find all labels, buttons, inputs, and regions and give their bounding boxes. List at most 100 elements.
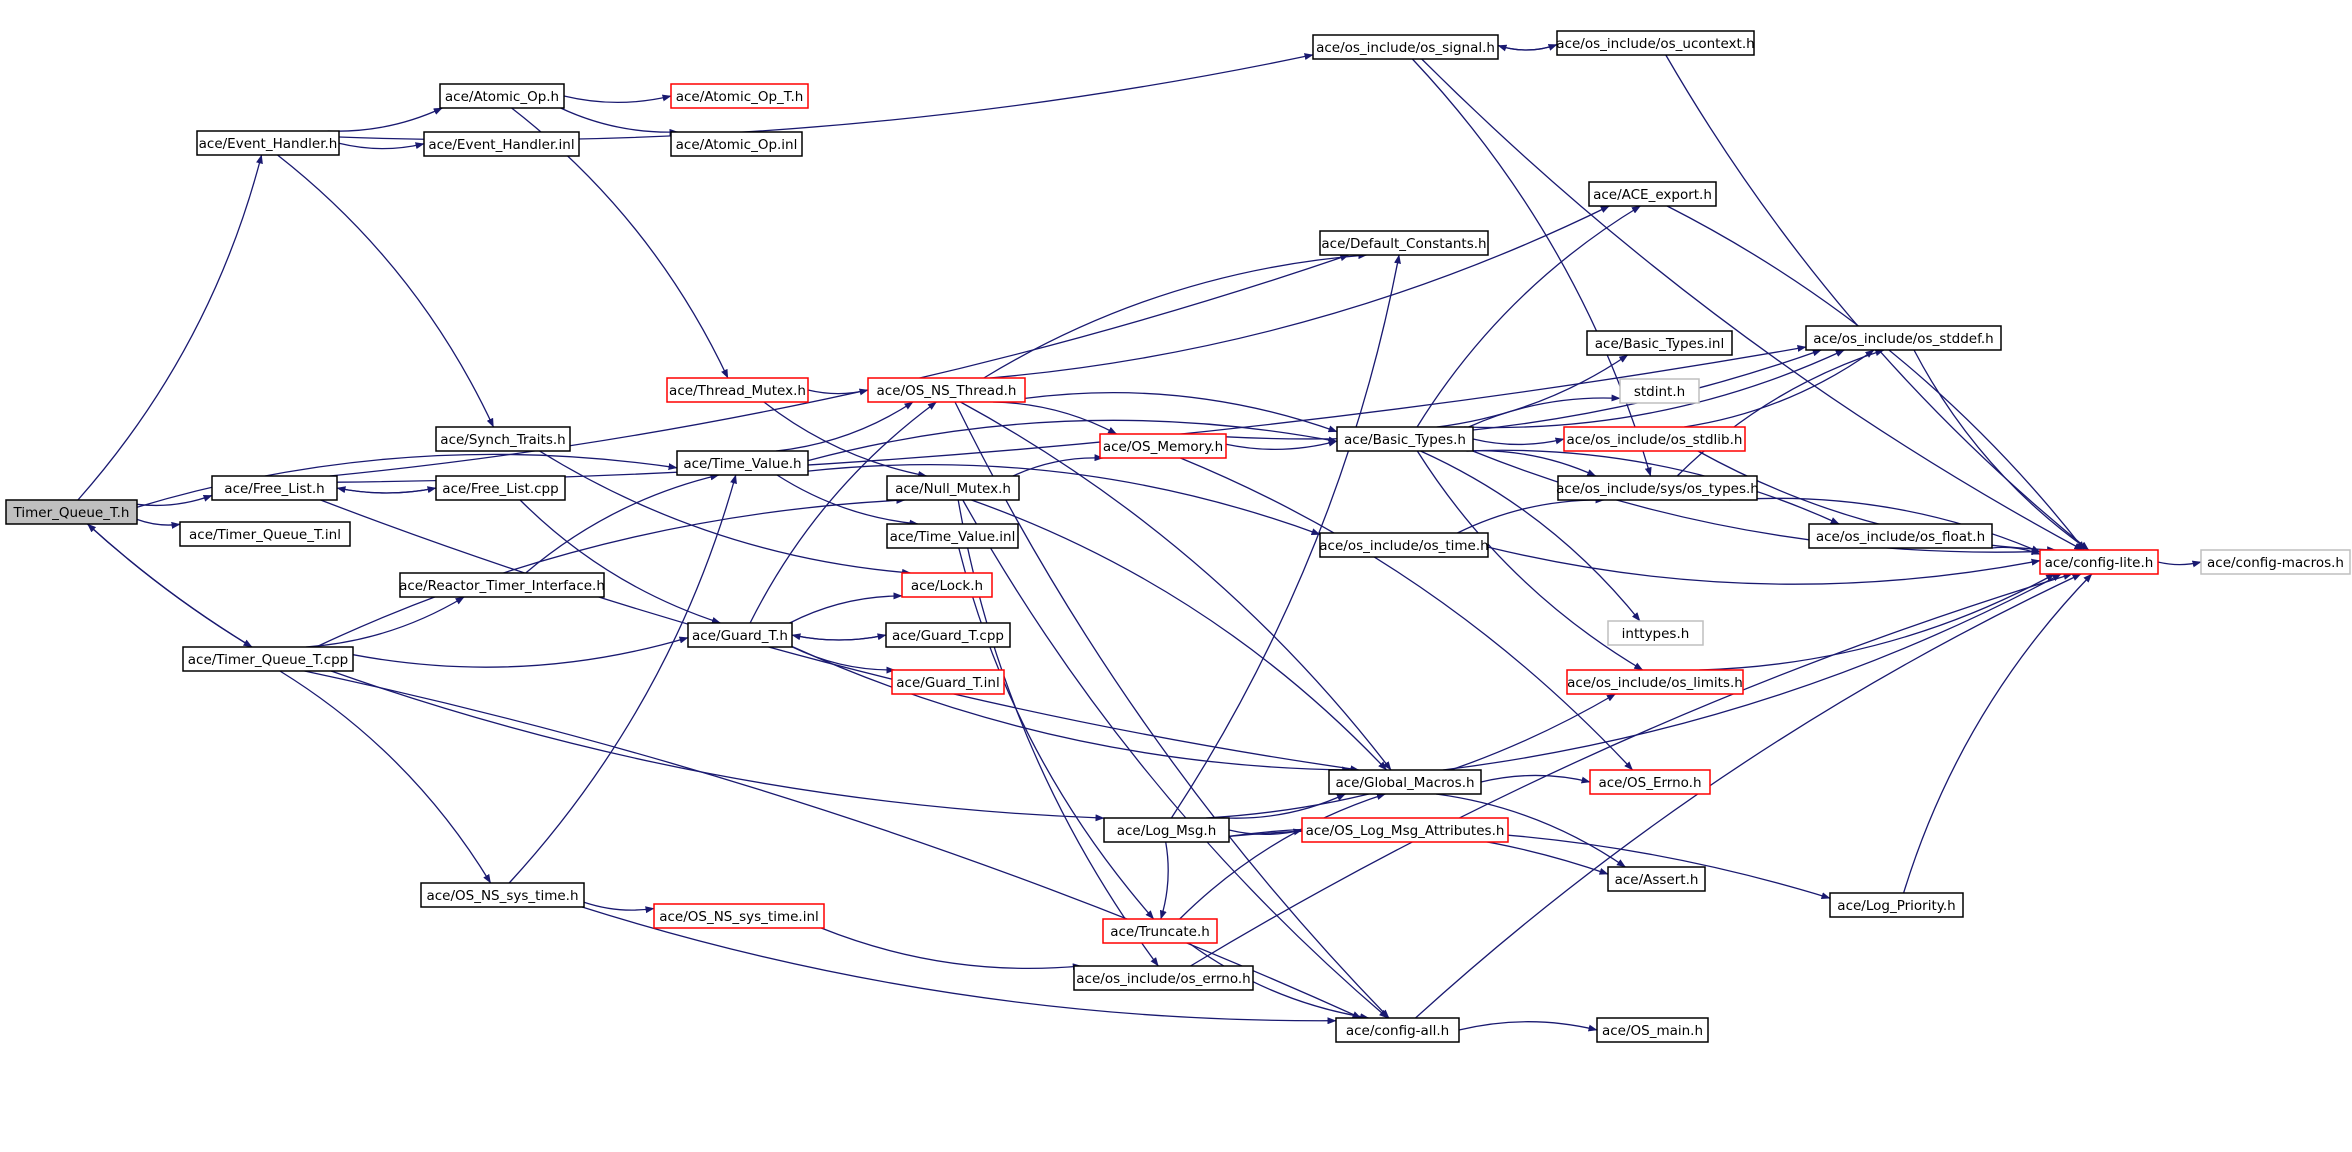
node-os-ns-sys-time-h[interactable]: ace/OS_NS_sys_time.h (420, 882, 585, 908)
node-box-guard-t-cpp (885, 622, 1011, 648)
node-atomic-op-t-h[interactable]: ace/Atomic_Op_T.h (670, 83, 809, 109)
node-box-thread-mutex-h (666, 377, 809, 403)
node-os-ns-thread-h[interactable]: ace/OS_NS_Thread.h (867, 377, 1026, 403)
node-os-main-h[interactable]: ace/OS_main.h (1596, 1017, 1709, 1043)
node-synch-traits-h[interactable]: ace/Synch_Traits.h (435, 426, 571, 452)
node-guard-t-h[interactable]: ace/Guard_T.h (687, 622, 793, 648)
node-basic-types-h[interactable]: ace/Basic_Types.h (1336, 426, 1474, 452)
node-os-stddef-h[interactable]: ace/os_include/os_stddef.h (1805, 325, 2002, 351)
edge-timer-queue-t-cpp-to-null-mutex-h (315, 496, 906, 648)
edge-os-limits-h-to-config-lite-h (1699, 573, 2056, 671)
node-time-value-inl[interactable]: ace/Time_Value.inl (886, 523, 1019, 549)
edge-os-ns-sys-time-inl-to-os-include-errno-h (820, 927, 1082, 971)
node-box-os-memory-h (1099, 433, 1227, 459)
node-box-os-limits-h (1566, 669, 1744, 695)
node-label-atomic-op-h: ace/Atomic_Op.h (445, 89, 559, 105)
node-event-handler-h[interactable]: ace/Event_Handler.h (196, 130, 340, 156)
node-thread-mutex-h[interactable]: ace/Thread_Mutex.h (666, 377, 809, 403)
node-lock-h[interactable]: ace/Lock.h (901, 572, 993, 598)
edge-basic-types-h-to-inttypes-h (1420, 450, 1641, 622)
node-box-truncate-h (1102, 918, 1218, 944)
node-timer-queue-t-cpp[interactable]: ace/Timer_Queue_T.cpp (182, 646, 354, 672)
node-box-lock-h (901, 572, 993, 598)
node-box-os-time-h (1319, 532, 1489, 558)
edges-layer (77, 43, 2202, 1032)
node-log-priority-h[interactable]: ace/Log_Priority.h (1829, 892, 1964, 918)
node-box-os-float-h (1808, 523, 1993, 549)
edge-atomic-op-h-to-atomic-op-inl (560, 107, 679, 136)
node-box-log-msg-h (1103, 817, 1230, 843)
node-label-os-ns-sys-time-inl: ace/OS_NS_sys_time.inl (659, 909, 819, 925)
node-truncate-h[interactable]: ace/Truncate.h (1102, 918, 1218, 944)
node-box-event-handler-h (196, 130, 340, 156)
node-label-time-value-h: ace/Time_Value.h (683, 456, 801, 472)
node-atomic-op-h[interactable]: ace/Atomic_Op.h (439, 83, 565, 109)
node-default-constants-h[interactable]: ace/Default_Constants.h (1319, 230, 1489, 256)
node-guard-t-cpp[interactable]: ace/Guard_T.cpp (885, 622, 1011, 648)
node-free-list-cpp[interactable]: ace/Free_List.cpp (435, 475, 566, 501)
node-reactor-timer-interface-h[interactable]: ace/Reactor_Timer_Interface.h (399, 572, 605, 598)
node-os-memory-h[interactable]: ace/OS_Memory.h (1099, 433, 1227, 459)
node-time-value-h[interactable]: ace/Time_Value.h (676, 450, 809, 476)
node-box-timer-queue-t-inl (179, 521, 351, 547)
node-atomic-op-inl[interactable]: ace/Atomic_Op.inl (670, 131, 803, 157)
node-config-macros-h[interactable]: ace/config-macros.h (2200, 549, 2351, 575)
node-box-atomic-op-h (439, 83, 565, 109)
edge-os-include-errno-h-to-config-lite-h (1190, 573, 2073, 967)
node-os-log-msg-attributes-h[interactable]: ace/OS_Log_Msg_Attributes.h (1301, 817, 1509, 843)
node-basic-types-inl[interactable]: ace/Basic_Types.inl (1586, 330, 1733, 356)
node-null-mutex-h[interactable]: ace/Null_Mutex.h (886, 475, 1020, 501)
node-box-os-ns-thread-h (867, 377, 1026, 403)
node-os-stdlib-h[interactable]: ace/os_include/os_stdlib.h (1563, 426, 1746, 452)
edge-basic-types-h-to-os-stdlib-h (1472, 437, 1565, 446)
node-label-truncate-h: ace/Truncate.h (1110, 924, 1210, 940)
node-label-default-constants-h: ace/Default_Constants.h (1321, 236, 1486, 252)
node-os-float-h[interactable]: ace/os_include/os_float.h (1808, 523, 1993, 549)
node-os-ns-sys-time-inl[interactable]: ace/OS_NS_sys_time.inl (653, 903, 825, 929)
node-box-time-value-h (676, 450, 809, 476)
edge-config-all-h-to-config-lite-h (1415, 573, 2082, 1019)
node-os-ucontext-h[interactable]: ace/os_include/os_ucontext.h (1556, 30, 1755, 56)
edge-free-list-cpp-to-guard-t-h (519, 499, 721, 624)
node-ace-export-h[interactable]: ace/ACE_export.h (1588, 181, 1717, 207)
node-label-ace-export-h: ace/ACE_export.h (1593, 187, 1712, 203)
node-stdint-h[interactable]: stdint.h (1619, 378, 1700, 404)
edge-log-priority-h-to-config-lite-h (1902, 573, 2093, 894)
edge-os-memory-h-to-os-errno-h-trunc (1180, 457, 1634, 771)
edge-guard-t-h-to-global-macros-h (791, 645, 1352, 774)
node-free-list-h[interactable]: ace/Free_List.h (211, 475, 338, 501)
node-guard-t-inl[interactable]: ace/Guard_T.inl (891, 669, 1005, 695)
node-config-lite-h[interactable]: ace/config-lite.h (2039, 549, 2159, 575)
node-global-macros-h[interactable]: ace/Global_Macros.h (1328, 769, 1482, 795)
edge-timer-queue-t-cpp-to-config-all-h (304, 670, 1362, 1019)
edge-os-sys-types-h-to-config-lite-h (1729, 497, 2041, 553)
node-os-sys-types-h[interactable]: ace/os_include/sys/os_types.h (1556, 475, 1759, 501)
node-os-time-h[interactable]: ace/os_include/os_time.h (1319, 532, 1489, 558)
edge-os-time-h-to-os-sys-types-h (1457, 496, 1605, 534)
node-label-guard-t-cpp: ace/Guard_T.cpp (892, 628, 1004, 644)
node-label-free-list-cpp: ace/Free_List.cpp (442, 481, 558, 497)
node-os-signal-h[interactable]: ace/os_include/os_signal.h (1312, 34, 1499, 60)
node-box-guard-t-inl (891, 669, 1005, 695)
node-os-errno-h-trunc[interactable]: ace/OS_Errno.h (1589, 769, 1711, 795)
node-log-msg-h[interactable]: ace/Log_Msg.h (1103, 817, 1230, 843)
edge-timer-queue-t-cpp-to-guard-t-h (352, 636, 689, 668)
node-label-os-time-h: ace/os_include/os_time.h (1319, 538, 1488, 554)
edge-basic-types-h-to-config-lite-h (1472, 450, 2041, 556)
edge-os-memory-h-to-basic-types-h (1225, 439, 1338, 450)
edge-basic-types-h-to-ace-export-h (1416, 205, 1641, 428)
node-label-lock-h: ace/Lock.h (911, 578, 983, 594)
node-os-include-errno-h[interactable]: ace/os_include/os_errno.h (1073, 965, 1254, 991)
node-config-all-h[interactable]: ace/config-all.h (1335, 1017, 1460, 1043)
edge-guard-t-cpp-to-guard-t-h (791, 633, 887, 641)
node-label-config-macros-h: ace/config-macros.h (2207, 555, 2344, 571)
node-timer-queue-t-inl[interactable]: ace/Timer_Queue_T.inl (179, 521, 351, 547)
edge-timer-queue-t-cpp-to-os-ns-sys-time-h (279, 670, 492, 884)
edge-time-value-h-to-basic-types-h (807, 419, 1338, 462)
node-event-handler-inl[interactable]: ace/Event_Handler.inl (423, 131, 580, 157)
node-os-limits-h[interactable]: ace/os_include/os_limits.h (1566, 669, 1744, 695)
edge-log-msg-h-to-truncate-h (1159, 841, 1169, 920)
node-box-os-ns-sys-time-h (420, 882, 585, 908)
node-assert-h[interactable]: ace/Assert.h (1607, 866, 1706, 892)
node-inttypes-h[interactable]: inttypes.h (1607, 620, 1704, 646)
